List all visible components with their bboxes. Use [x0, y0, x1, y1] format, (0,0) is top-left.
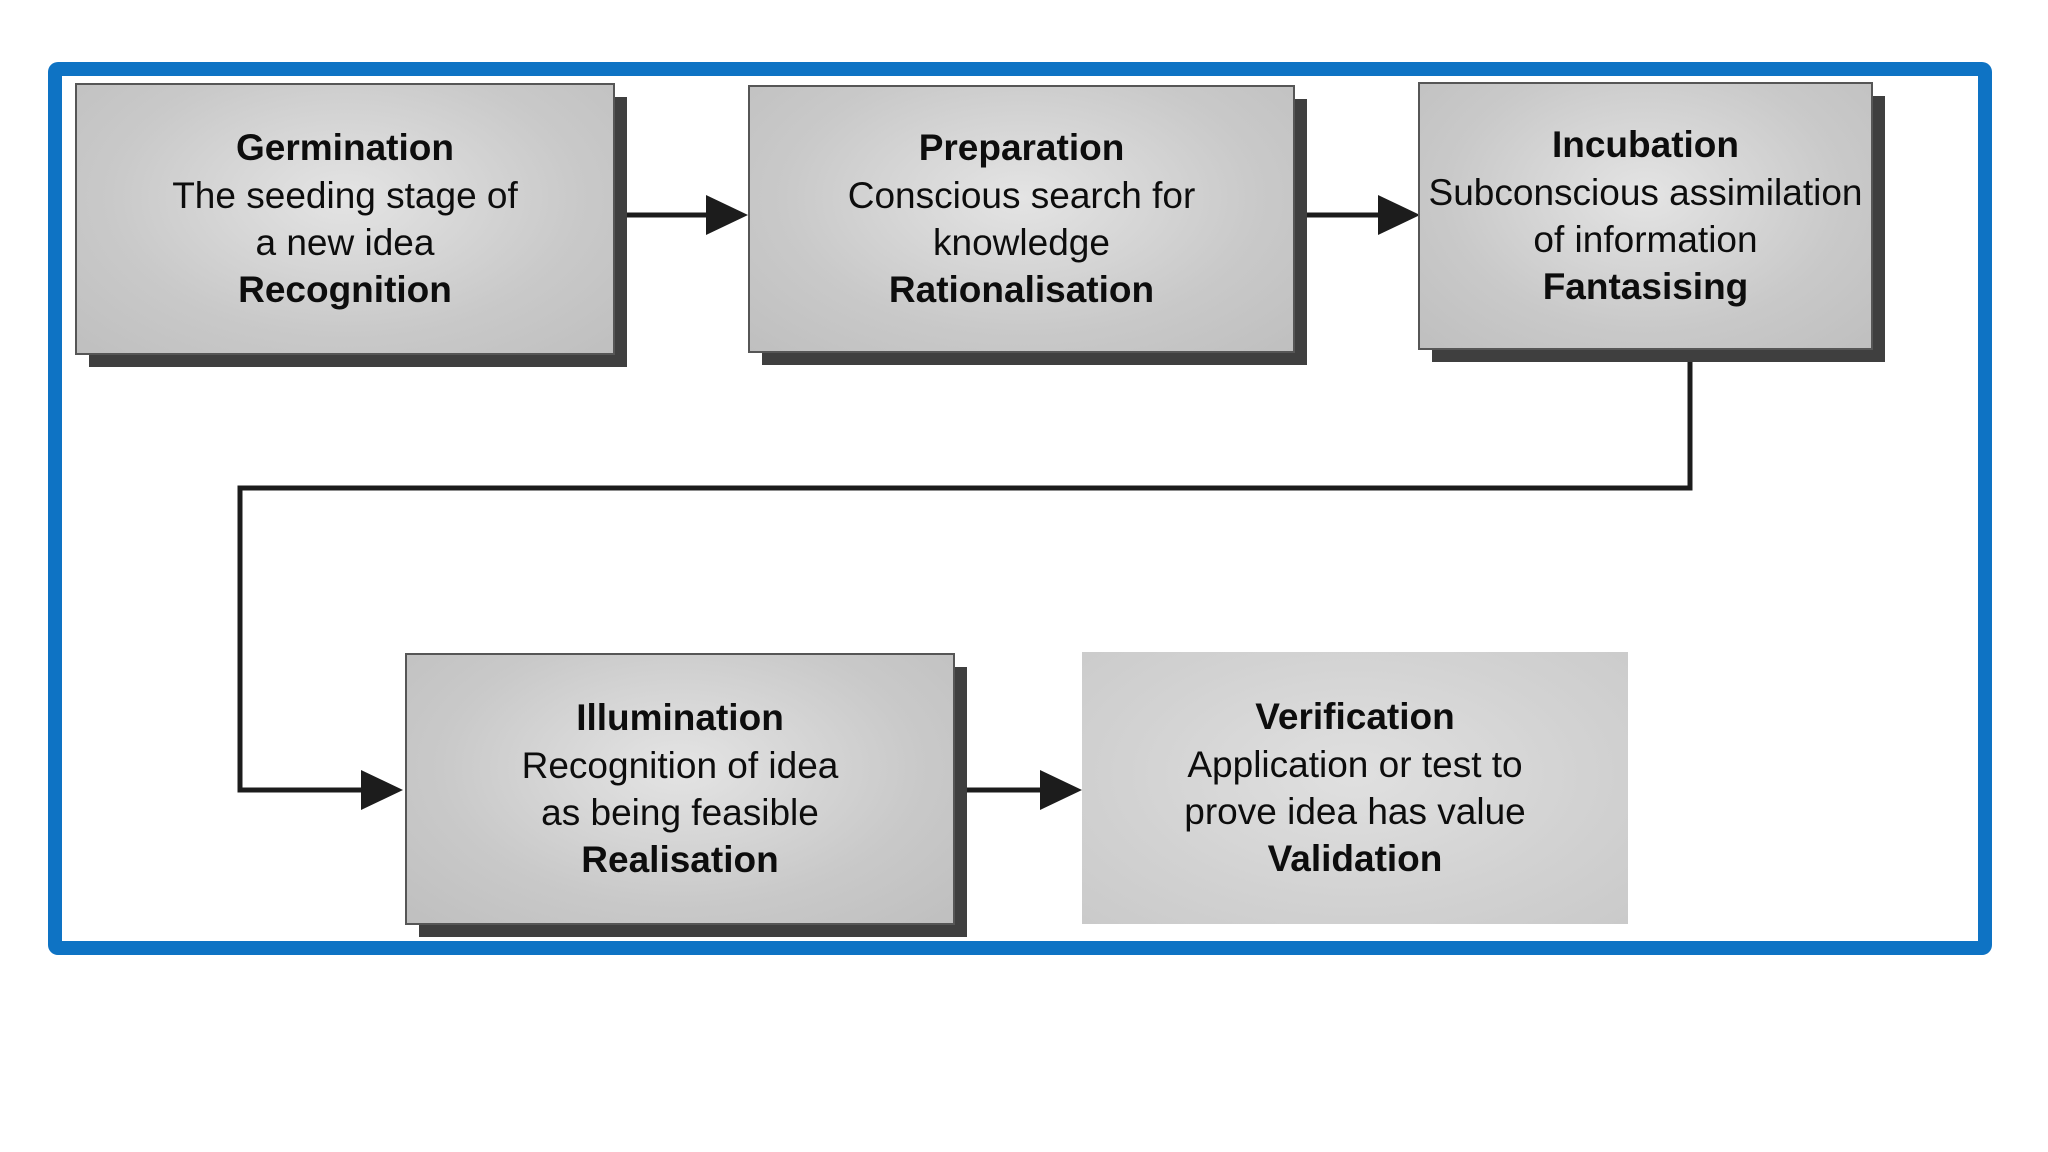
node-label: Recognition — [238, 269, 452, 311]
node-germination: Germination The seeding stage of a new i… — [75, 83, 615, 355]
node-verification: Verification Application or test to prov… — [1082, 652, 1628, 924]
node-desc: Conscious search for knowledge — [847, 174, 1196, 263]
node-illumination: Illumination Recognition of idea as bein… — [405, 653, 955, 925]
node-desc: Subconscious assimilation of information — [1428, 171, 1863, 260]
node-title: Illumination — [576, 697, 784, 739]
node-label: Realisation — [581, 839, 779, 881]
node-incubation: Incubation Subconscious assimilation of … — [1418, 82, 1873, 350]
node-title: Verification — [1255, 696, 1455, 738]
node-desc: The seeding stage of a new idea — [172, 174, 518, 263]
node-preparation: Preparation Conscious search for knowled… — [748, 85, 1295, 353]
node-desc: Recognition of idea as being feasible — [521, 744, 839, 833]
node-desc: Application or test to prove idea has va… — [1184, 743, 1526, 832]
node-title: Germination — [236, 127, 454, 169]
node-label: Fantasising — [1542, 266, 1749, 308]
node-title: Incubation — [1551, 124, 1740, 166]
node-label: Validation — [1267, 838, 1443, 880]
node-title: Preparation — [918, 127, 1125, 169]
node-label: Rationalisation — [888, 269, 1155, 311]
